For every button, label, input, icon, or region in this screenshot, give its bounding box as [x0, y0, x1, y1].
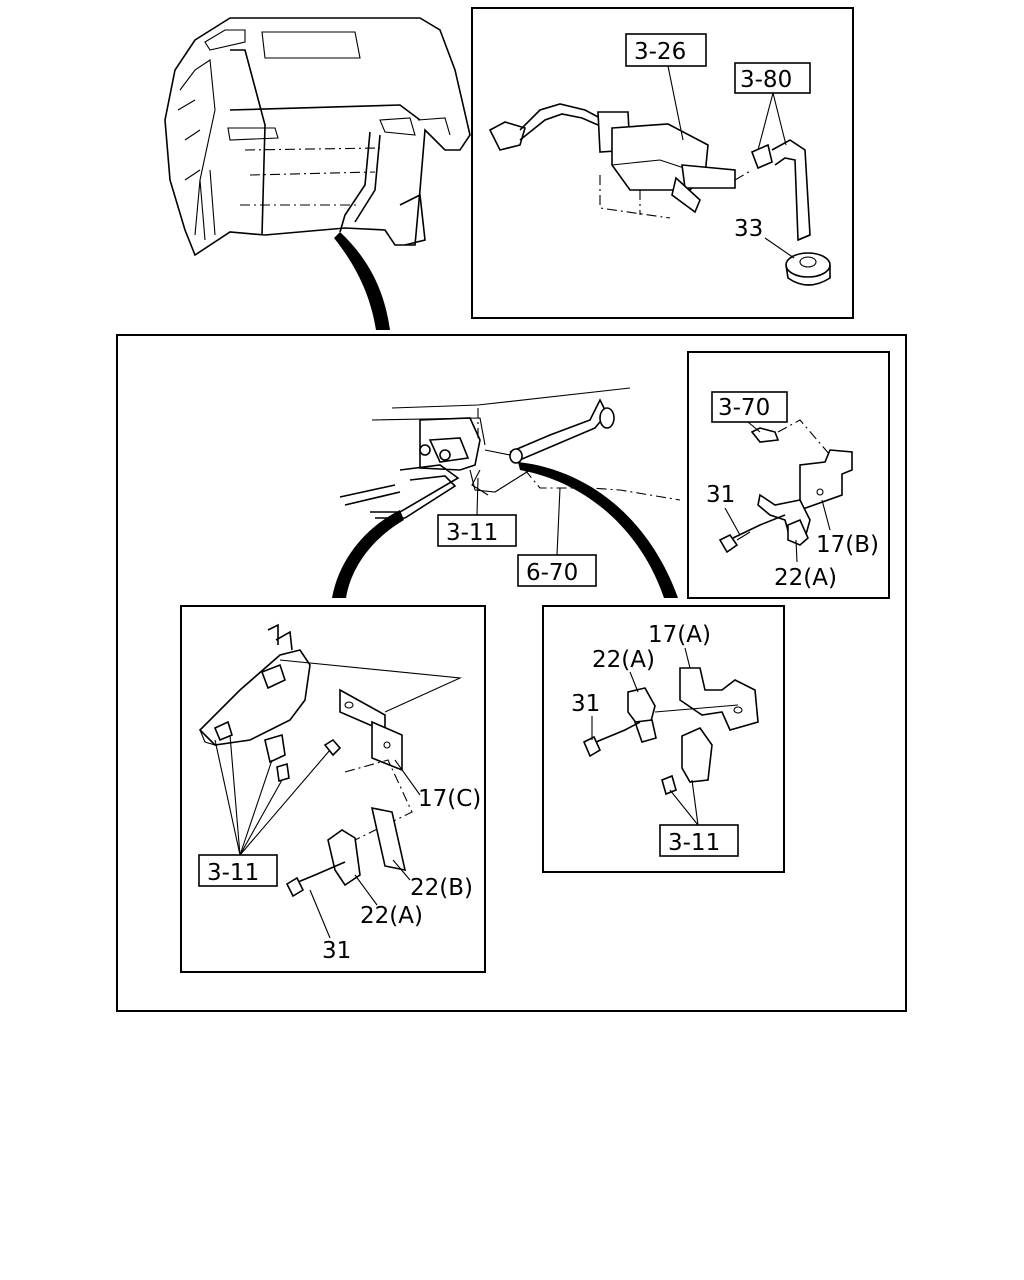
callout-3-11-left: 3-11: [207, 860, 259, 886]
callout-3-11-right: 3-11: [668, 830, 720, 856]
leader-lines-top-right: [667, 65, 795, 259]
leader-lines-center: [476, 477, 561, 556]
callout-31-top-right: 31: [706, 482, 735, 508]
bracket-17a-drawing: [582, 667, 759, 796]
vacuum-valve-drawing: [488, 103, 831, 286]
bracket-17b-drawing: [718, 419, 853, 554]
callout-3-70: 3-70: [718, 395, 770, 421]
callout-22a-left: 22(A): [360, 903, 423, 929]
main-frame: [116, 334, 907, 1012]
callout-6-70: 6-70: [526, 560, 578, 586]
bracket-mounting-overview: [339, 387, 681, 519]
ref-box-3-11-right: [659, 824, 739, 857]
ref-box-6-70: [517, 554, 597, 587]
callout-31-bottom-right: 31: [571, 691, 600, 717]
ref-box-3-70: [711, 391, 788, 423]
callout-31-left: 31: [322, 938, 351, 964]
callout-17a: 17(A): [648, 622, 711, 648]
bracket-17c-drawing: [198, 623, 463, 898]
vehicle-overview-drawing: [164, 17, 471, 257]
inset-frame-bottom-left: [180, 605, 486, 973]
callout-22a-top-right: 22(A): [774, 565, 837, 591]
callout-3-11-center: 3-11: [446, 520, 498, 546]
ref-box-3-26: [625, 33, 707, 67]
callout-3-80: 3-80: [740, 67, 792, 93]
leader-lines-bottom-left: [214, 734, 421, 939]
callout-22a-bottom-right: 22(A): [592, 647, 655, 673]
inset-frame-3-70: [687, 351, 890, 599]
callout-3-26: 3-26: [634, 39, 686, 65]
ref-box-3-11-left: [198, 854, 278, 887]
callout-17c: 17(C): [418, 786, 481, 812]
inset-frame-top-right: [471, 7, 854, 319]
callout-17b: 17(B): [816, 532, 879, 558]
ref-box-3-11-center: [437, 514, 517, 547]
callout-arrow-right: [518, 462, 678, 598]
callout-22b: 22(B): [410, 875, 473, 901]
leader-lines-bottom-right: [591, 647, 699, 826]
ref-box-3-80: [734, 62, 811, 94]
callout-arrow-left: [332, 510, 404, 598]
leader-lines-3-70: [724, 421, 831, 563]
inset-frame-bottom-right: [542, 605, 785, 873]
callout-arrow-overview: [334, 232, 390, 330]
callout-33: 33: [734, 216, 763, 242]
